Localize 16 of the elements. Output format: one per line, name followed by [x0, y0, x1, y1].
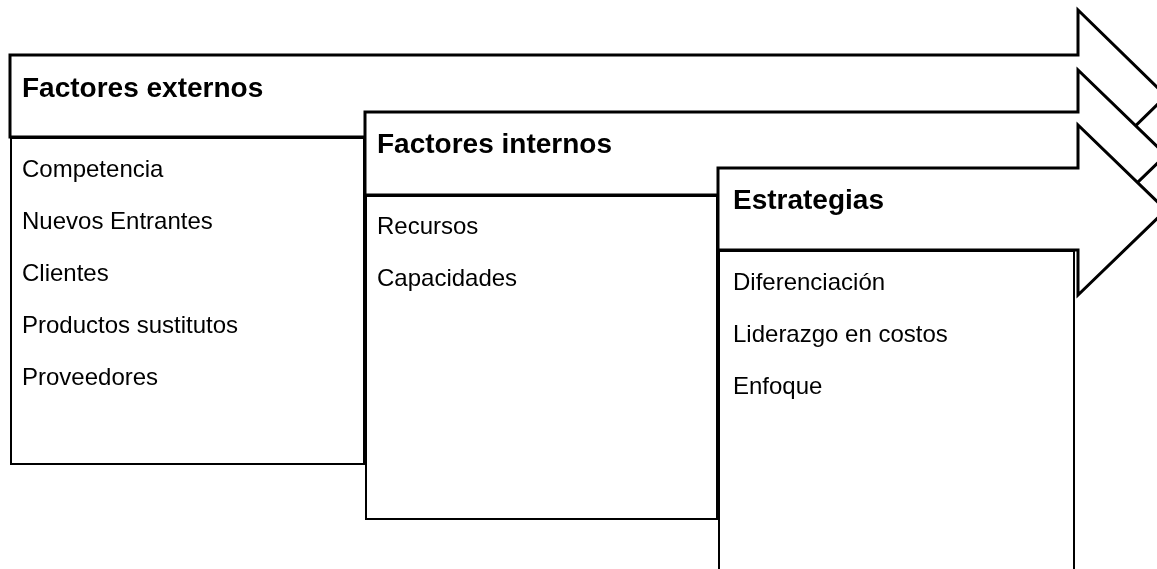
list-item: Competencia	[22, 155, 164, 183]
list-item: Recursos	[377, 212, 479, 240]
list-item: Nuevos Entrantes	[22, 207, 213, 235]
list-item: Enfoque	[733, 372, 823, 400]
list-item: Liderazgo en costos	[733, 320, 948, 348]
list-box	[365, 195, 718, 520]
list-item: Productos sustitutos	[22, 311, 239, 339]
list-item: Clientes	[22, 259, 109, 287]
list-box	[718, 250, 1075, 569]
list-item: Capacidades	[377, 264, 518, 292]
heading: Factores externos	[22, 72, 264, 104]
list-box	[10, 137, 365, 465]
list-item: Diferenciación	[733, 268, 886, 296]
list-item: Proveedores	[22, 363, 159, 391]
heading: Estrategias	[733, 184, 884, 216]
heading: Factores internos	[377, 128, 612, 160]
